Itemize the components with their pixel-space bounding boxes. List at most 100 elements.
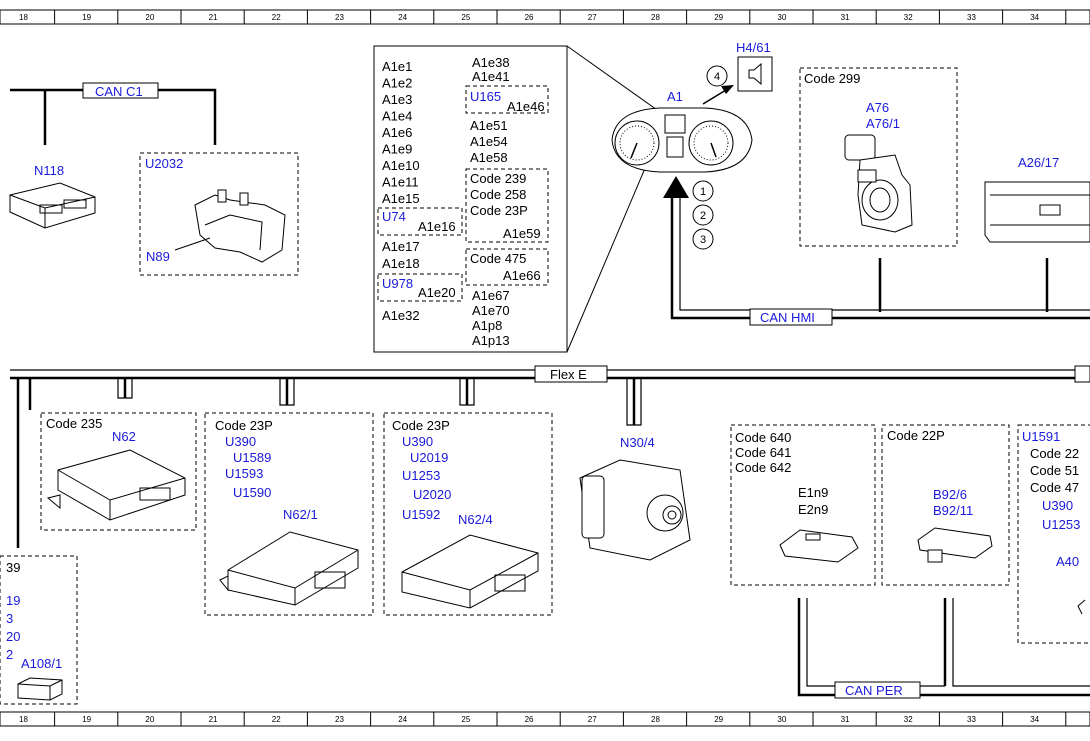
- ruler-number: 33: [967, 715, 976, 724]
- e1n9-option-box: [730, 424, 876, 586]
- option-code: Code 22: [1030, 446, 1079, 461]
- pin-label: A1e41: [472, 69, 510, 84]
- ruler-number: 30: [777, 13, 786, 22]
- up-arrow-icon: [663, 176, 689, 198]
- pin-label: A1e6: [382, 125, 412, 140]
- ruler-number: 18: [19, 715, 28, 724]
- ruler-number: 32: [904, 13, 913, 22]
- u165-label: U165: [470, 89, 501, 104]
- option-code: 3: [6, 611, 13, 626]
- n62-1-module-icon: [219, 531, 359, 606]
- ruler-number: 26: [525, 715, 534, 724]
- option-code: U1253: [402, 468, 440, 483]
- option-code: Code 51: [1030, 463, 1079, 478]
- right-option-box: [1017, 424, 1090, 644]
- ruler-number: 23: [335, 715, 344, 724]
- h4-61-label: H4/61: [736, 40, 771, 55]
- flex-e-bus: Flex E: [10, 365, 1090, 548]
- ruler-number: 31: [841, 715, 850, 724]
- marker-circle: [706, 65, 728, 87]
- option-code: Code 642: [735, 460, 791, 475]
- n62-4-label: N62/4: [458, 512, 493, 527]
- ruler-number: 18: [19, 13, 28, 22]
- option-code: U1590: [233, 485, 271, 500]
- a76-1-label: A76/1: [866, 116, 900, 131]
- marker-number: 2: [700, 210, 706, 222]
- arrow-to-speaker: [702, 85, 734, 105]
- can-hmi-bus: CAN HMI: [663, 176, 1090, 326]
- n62-4-module-icon: [401, 534, 539, 609]
- option-code: 20: [6, 629, 20, 644]
- option-code: U2020: [413, 487, 451, 502]
- n62-4-option-box: [383, 412, 553, 616]
- pin-label: A1e9: [382, 142, 412, 157]
- option-code: U1592: [402, 507, 440, 522]
- partial-component-icon: [1077, 599, 1086, 615]
- a76-option-box: [799, 67, 958, 247]
- pin-label: A1e2: [382, 76, 412, 91]
- pin-label: A1e70: [472, 303, 510, 318]
- code-22p-label: Code 22P: [887, 428, 945, 443]
- option-code: U1593: [225, 466, 263, 481]
- code-299-label: Code 299: [804, 71, 860, 86]
- ruler-number: 30: [777, 715, 786, 724]
- speaker-icon: [737, 56, 773, 92]
- pin-label: Code 239: [470, 171, 526, 186]
- ruler-number: 20: [145, 13, 154, 22]
- a76-seatbelt-tensioner-icon: [844, 134, 913, 233]
- n118-label: N118: [34, 163, 64, 178]
- option-code: Code 641: [735, 445, 791, 460]
- option-code: U390: [1042, 498, 1073, 513]
- a108-1-module-icon: [17, 677, 63, 701]
- pin-label: A1e3: [382, 92, 412, 107]
- ruler-number: 22: [272, 13, 281, 22]
- ruler-number: 28: [651, 13, 660, 22]
- option-code: 2: [6, 647, 13, 662]
- option-code: U1253: [1042, 517, 1080, 532]
- option-code: A40: [1056, 554, 1079, 569]
- option-code: Code 640: [735, 430, 791, 445]
- n62-label: N62: [112, 429, 136, 444]
- ruler-number: 34: [1030, 13, 1039, 22]
- g1-code-label: Code 23P: [215, 418, 273, 433]
- can-c1-label: CAN C1: [95, 84, 143, 99]
- pin-label: A1e66: [503, 268, 541, 283]
- pin-label: A1e18: [382, 256, 420, 271]
- code-235-label: Code 235: [46, 416, 102, 431]
- n62-module-icon: [46, 449, 186, 521]
- instrument-cluster-icon: [611, 107, 753, 173]
- ruler-number: 29: [714, 715, 723, 724]
- marker-number: 3: [700, 234, 706, 246]
- ruler-number: 19: [82, 13, 91, 22]
- pin-label: A1e16: [418, 219, 456, 234]
- marker-circle: [692, 180, 714, 202]
- right-black-labels: Code 22 Code 51 Code 47: [1030, 446, 1079, 495]
- ruler-number: 20: [145, 715, 154, 724]
- option-code: Code 47: [1030, 480, 1079, 495]
- b92-6-label: B92/6: [933, 487, 967, 502]
- pin-label: A1e17: [382, 239, 420, 254]
- pin-label: A1e11: [382, 175, 419, 190]
- pin-label: A1e32: [382, 308, 420, 323]
- pin-label: A1e38: [472, 55, 510, 70]
- option-code: 19: [6, 593, 20, 608]
- pin-label: A1e59: [503, 226, 541, 241]
- option-code: U390: [225, 434, 256, 449]
- n62-1-option-box: [204, 412, 374, 616]
- can-per-label: CAN PER: [845, 683, 903, 698]
- code-475-box: [465, 248, 549, 286]
- e1n9-label: E1n9: [798, 485, 828, 500]
- b92-microphone-icon: [917, 527, 993, 563]
- pin-label: A1e54: [470, 134, 508, 149]
- pin-label: A1e58: [470, 150, 508, 165]
